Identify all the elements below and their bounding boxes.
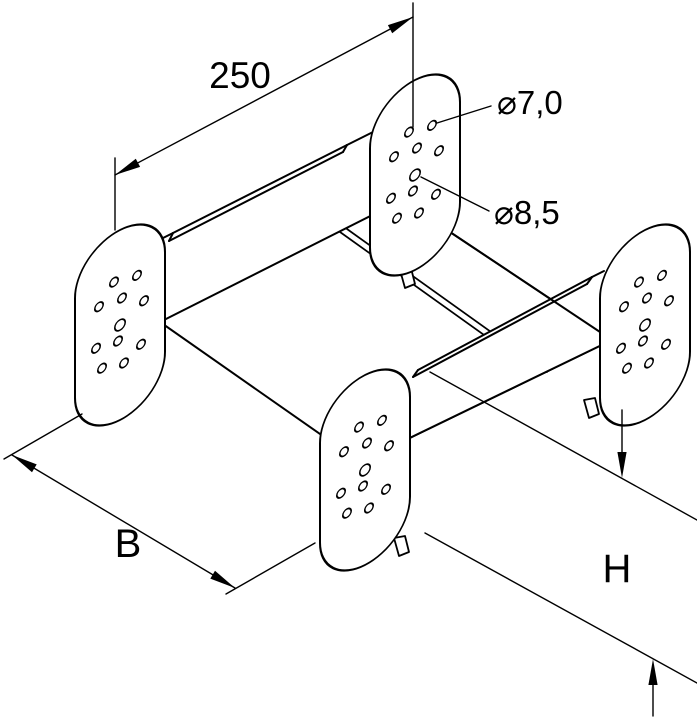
leader-line <box>436 105 492 124</box>
dimension-label-height: H <box>603 547 632 591</box>
arrowhead <box>115 158 141 175</box>
dimension-width: B <box>3 413 316 595</box>
dimension-line <box>114 16 414 176</box>
hole-large-label: ⌀8,5 <box>494 194 560 231</box>
dimension-label-width: B <box>115 522 142 566</box>
callout-hole-large: ⌀8,5 <box>420 176 560 231</box>
dimension-length: 250 <box>114 2 414 231</box>
extension-line <box>424 532 697 684</box>
arrowhead <box>617 452 627 478</box>
extension-line <box>225 542 316 595</box>
rear-side-rail <box>160 117 402 322</box>
flange-plate-rear-left <box>73 205 167 445</box>
arrowhead <box>210 570 235 588</box>
dimension-label-length: 250 <box>209 55 271 96</box>
arrowhead <box>648 659 658 685</box>
arrowhead <box>12 455 37 473</box>
leader-line <box>420 176 490 212</box>
dimension-line <box>11 454 236 589</box>
arrowhead <box>387 17 413 34</box>
mounting-tab <box>393 535 410 557</box>
mounting-tab <box>583 397 600 419</box>
dimension-height: H <box>424 371 697 717</box>
extension-line <box>429 371 697 521</box>
hole-small-label: ⌀7,0 <box>497 84 563 121</box>
extension-line <box>3 413 83 460</box>
flange-plate-front-right <box>598 205 692 445</box>
callout-hole-small: ⌀7,0 <box>436 84 563 124</box>
